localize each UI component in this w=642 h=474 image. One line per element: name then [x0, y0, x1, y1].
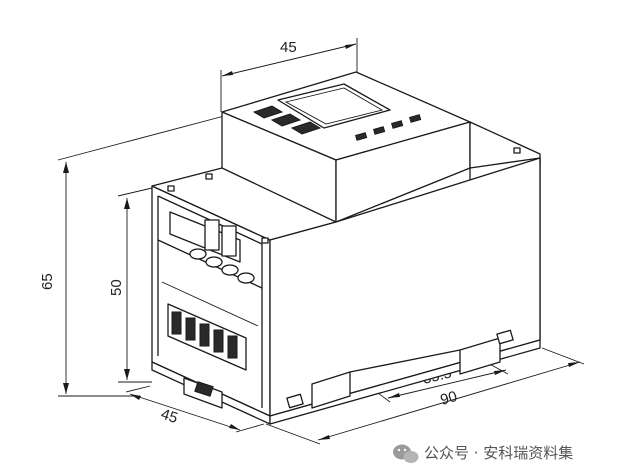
led-indicator: [373, 126, 386, 135]
dimension-front-height: 50: [108, 187, 153, 383]
led-indicator: [355, 132, 368, 141]
dimension-total-height: 65: [39, 114, 229, 397]
led-indicator: [391, 120, 404, 129]
device-body: [151, 71, 541, 425]
screw-hole: [237, 272, 255, 284]
button-key: [252, 105, 284, 119]
dimension-length: 90: [265, 347, 585, 445]
dim-depth-label: 45: [159, 406, 180, 427]
lcd-display: [277, 83, 391, 129]
screw-hole: [221, 264, 239, 276]
button-key: [290, 121, 322, 135]
screw-hole: [189, 248, 207, 260]
dim-length-label: 90: [438, 388, 459, 409]
dimension-top-width: 45: [220, 38, 358, 112]
watermark-text: 公众号 · 安科瑞资料集: [424, 444, 573, 462]
dimension-depth: 45: [125, 385, 265, 433]
dim-top-width-label: 45: [280, 39, 297, 56]
dim-front-height-label: 50: [108, 279, 125, 296]
dim-total-height-label: 65: [39, 273, 56, 290]
din-clip: [183, 377, 223, 409]
screw-hole: [205, 256, 223, 268]
watermark: 公众号 · 安科瑞资料集: [393, 444, 573, 463]
button-key: [270, 113, 302, 127]
lower-terminal-block: [167, 303, 247, 371]
wechat-icon: [393, 444, 419, 463]
led-indicator: [409, 114, 422, 123]
